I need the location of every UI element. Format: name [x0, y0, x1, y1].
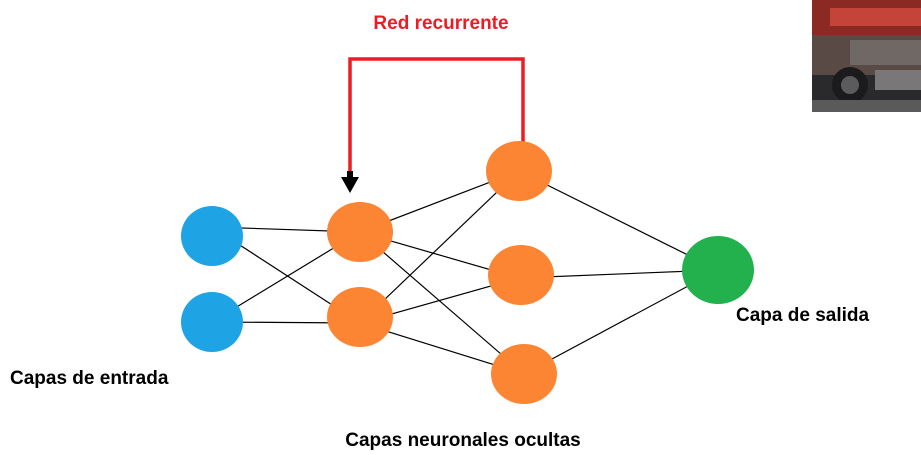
truck-photo-thumbnail	[812, 0, 921, 112]
hidden-node	[327, 287, 393, 347]
diagram-title: Red recurrente	[373, 13, 508, 34]
input-node	[181, 292, 243, 352]
input-node	[181, 206, 243, 266]
connections	[211, 170, 719, 375]
edge-h2c-out	[523, 269, 719, 375]
output-node	[682, 236, 754, 304]
output-layer-label: Capa de salida	[736, 305, 869, 326]
recurrent-arrow-line	[348, 57, 525, 178]
recurrent-arrowhead-icon	[341, 177, 359, 193]
hidden-layer-1	[327, 202, 393, 347]
output-layer	[682, 236, 754, 304]
recurrent-arrow-stem	[347, 171, 353, 179]
hidden-layer-label: Capas neuronales ocultas	[345, 430, 580, 451]
edge-h2a-out	[518, 170, 719, 271]
hidden-layer-2	[486, 141, 557, 404]
recurrent-connection	[341, 57, 525, 193]
hidden-node	[327, 202, 393, 262]
input-layer	[181, 206, 243, 352]
hidden-node	[486, 141, 552, 201]
hidden-node	[488, 245, 554, 305]
input-layer-label: Capas de entrada	[10, 368, 169, 389]
edge-h1a-h2c	[359, 231, 525, 375]
hidden-node	[491, 344, 557, 404]
edge-h1b-h2a	[359, 170, 520, 324]
